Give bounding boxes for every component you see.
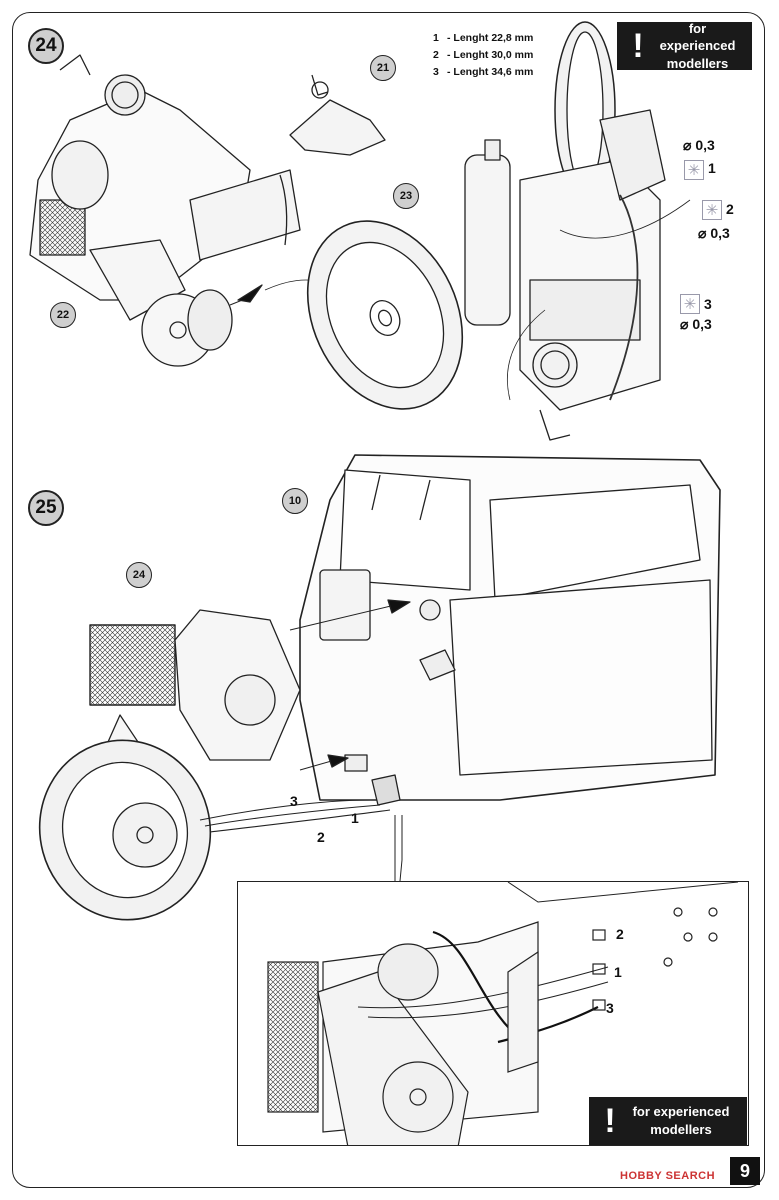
wire-3-label: 3: [704, 296, 712, 312]
part-badge-10: 10: [282, 488, 308, 514]
part-badge-21: 21: [370, 55, 396, 81]
warning-exclamation-icon: !: [632, 26, 644, 65]
wire-cut-icon: ✳: [684, 160, 704, 180]
length-item-1: 1- Lenght 22,8 mm: [433, 32, 534, 44]
step-number-24: 24: [28, 28, 64, 64]
step25-wire-1-label: 1: [351, 810, 359, 826]
experienced-badge-bottom: ! for experienced modellers: [589, 1097, 747, 1145]
detail-wire-2-label: 2: [616, 926, 624, 942]
page-number: 9: [730, 1157, 760, 1185]
wire-2-label: 2: [726, 201, 734, 217]
page-frame: [12, 12, 765, 1188]
part-badge-24: 24: [126, 562, 152, 588]
length-item-2: 2- Lenght 30,0 mm: [433, 49, 534, 61]
detail-illustration: [267, 882, 739, 1145]
diameter-label-3: ⌀ 0,3: [680, 316, 712, 332]
wire-cut-icon: ✳: [680, 294, 700, 314]
diameter-label-1: ⌀ 0,3: [683, 137, 715, 153]
step-number-25: 25: [28, 490, 64, 526]
warning-exclamation-icon: !: [604, 1101, 616, 1140]
diameter-label-2: ⌀ 0,3: [698, 225, 730, 241]
part-badge-22: 22: [50, 302, 76, 328]
experienced-text: for experienced modellers: [659, 20, 736, 71]
detail-wire-1-label: 1: [614, 964, 622, 980]
detail-wire-3-label: 3: [606, 1000, 614, 1016]
wire-length-list: 1- Lenght 22,8 mm 2- Lenght 30,0 mm 3- L…: [433, 30, 533, 81]
part-badge-23: 23: [393, 183, 419, 209]
step25-wire-3-label: 3: [290, 793, 298, 809]
experienced-text: for experienced modellers: [632, 1104, 730, 1137]
step25-wire-2-label: 2: [317, 829, 325, 845]
experienced-badge-top: ! for experienced modellers: [617, 20, 752, 71]
detail-zoom-view: 2 1 3 ! for experienced modellers: [237, 881, 749, 1146]
wire-1-label: 1: [708, 160, 716, 176]
length-item-3: 3- Lenght 34,6 mm: [433, 66, 534, 78]
watermark-text: HOBBY SEARCH: [620, 1170, 716, 1182]
wire-cut-icon: ✳: [702, 200, 722, 220]
